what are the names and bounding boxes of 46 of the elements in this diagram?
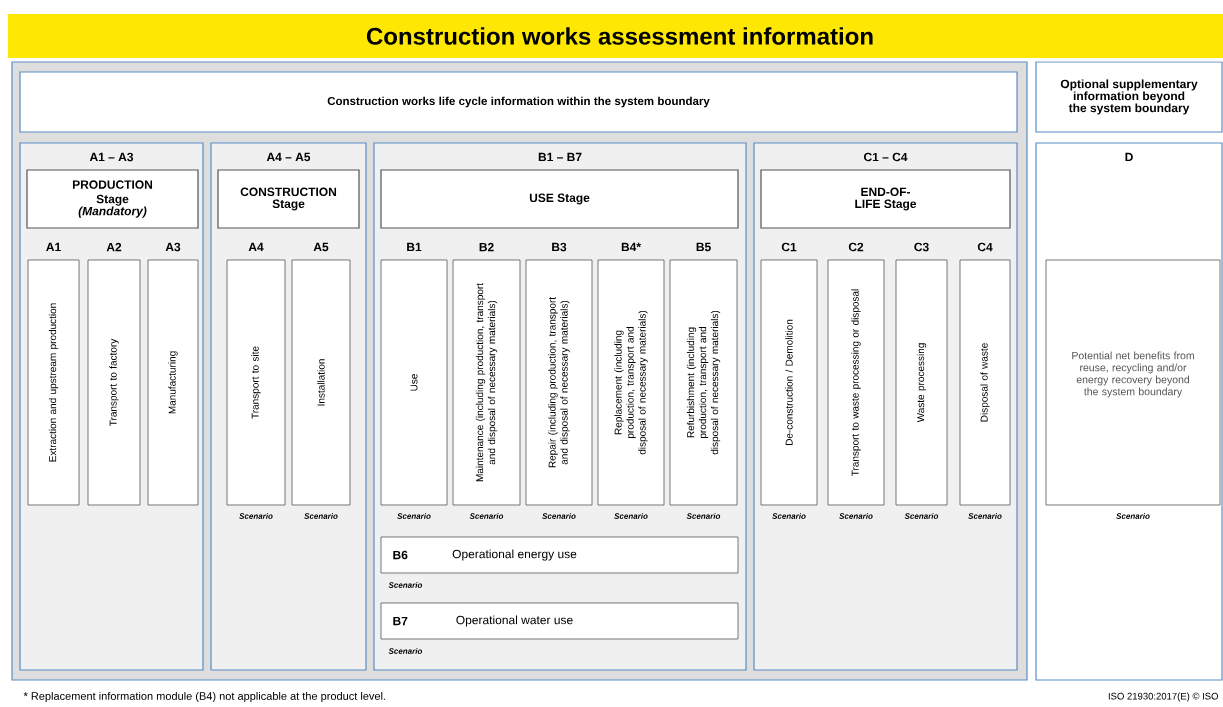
module-box: A5 Installation — [291, 242, 351, 506]
node-label: A2 — [106, 242, 122, 252]
module-box: A2 Transport to factory — [87, 242, 141, 506]
node-label: B6 — [393, 550, 408, 560]
node-label: A3 — [165, 242, 181, 252]
scenario-label: Scenario — [1116, 513, 1150, 519]
scenario-label: Scenario — [469, 513, 504, 519]
module-box: A1 Extraction and upstream production — [27, 242, 80, 506]
module-box: A4 Transport to site — [226, 242, 286, 506]
module-box: A3 Manufacturing — [147, 242, 199, 506]
module-box: C4 Disposal of waste — [959, 242, 1011, 506]
scenario-label: Scenario — [388, 582, 423, 588]
node-label: A1 — [46, 242, 61, 252]
scenario-label: Scenario — [239, 513, 273, 519]
module-box: B5 Refurbishment (including production, transport and disposal of necessary materials) — [669, 242, 738, 506]
module-box: B4* Replacement (including production, transport and disposal of necessary materials) — [597, 242, 665, 506]
scenario-label: Scenario — [388, 648, 423, 654]
node-label: B7 — [393, 616, 408, 626]
stage-box: END-OF-LIFE Stage — [760, 169, 1011, 229]
scenario-label: Scenario — [904, 513, 939, 519]
module-box: B3 Repair (including production, transport and disposal of necessary materials) — [525, 242, 593, 506]
scenario-label: Scenario — [304, 513, 338, 519]
title-banner: Construction works assessment information — [8, 14, 1223, 58]
module-box: C1 De-construction / Demolition — [760, 242, 818, 506]
module-box: B6 Operational energy use — [380, 536, 739, 574]
scenario-label: Scenario — [772, 513, 806, 519]
source-note: ISO 21930:2017(E) © ISO — [1108, 692, 1218, 702]
node-label: Operational water use — [456, 615, 573, 627]
boundary-box: Optional supplementary information beyond the system boundary — [1035, 61, 1223, 133]
module-box: B1 Use — [380, 242, 448, 506]
scenario-label: Scenario — [968, 513, 1002, 519]
scenario-label: Scenario — [686, 513, 721, 519]
module-box: Potential net benefits from reuse, recycling and/or energy recovery beyond the system boundary — [1045, 259, 1221, 506]
scenario-label: Scenario — [542, 513, 576, 519]
footnote: * Replacement information module (B4) not applicable at the product level. — [23, 691, 386, 703]
module-box: B7 Operational water use — [380, 602, 739, 640]
stage-box: USE Stage — [380, 169, 739, 229]
scenario-label: Scenario — [397, 513, 431, 519]
node-label: Operational energy use — [452, 549, 577, 561]
module-box: B2 Maintenance (including production, transport and disposal of necessary materials) — [452, 242, 521, 506]
stage-box: CONSTRUCTION Stage — [217, 169, 360, 229]
stage-box: PRODUCTION Stage (Mandatory) — [26, 169, 199, 229]
scenario-label: Scenario — [614, 513, 648, 519]
scenario-label: Scenario — [839, 513, 873, 519]
module-box: C3 Waste processing — [895, 242, 948, 506]
boundary-box: Construction works life cycle information within the system boundary — [19, 71, 1018, 133]
